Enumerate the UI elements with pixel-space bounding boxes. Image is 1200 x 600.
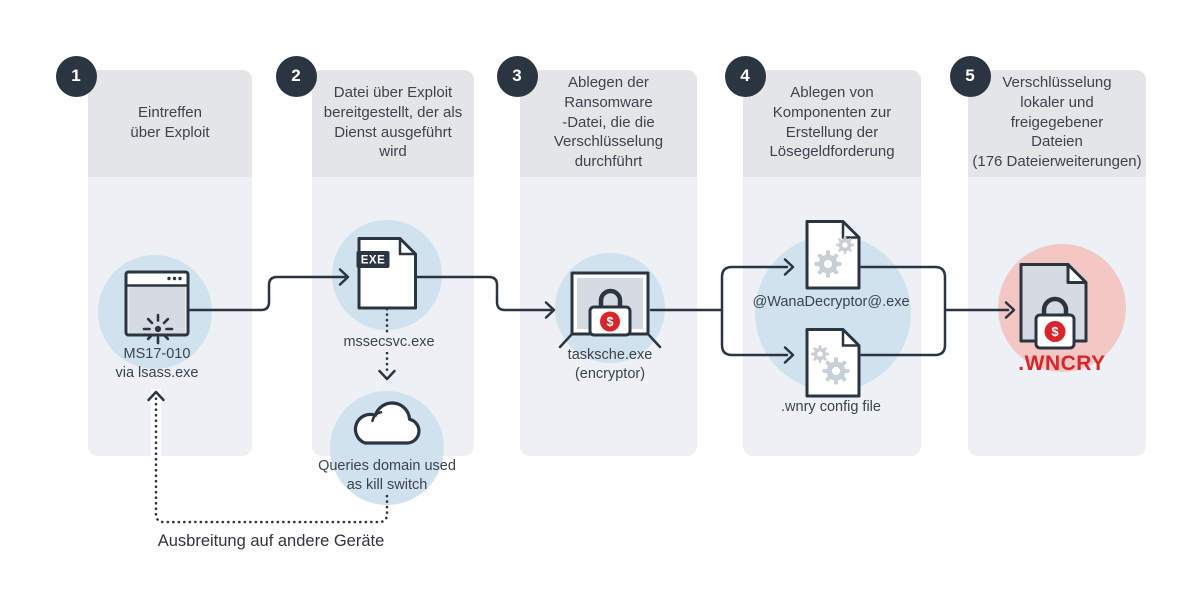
step-column-1: Eintreffen über Exploit — [88, 70, 252, 456]
svg-text:$: $ — [607, 315, 614, 329]
arrowhead-into-step-2 — [338, 268, 350, 286]
step-2-description: Datei über Exploit bereitgestellt, der a… — [312, 70, 474, 177]
arrowhead-into-cloud — [378, 369, 396, 381]
step-5-number: 5 — [949, 55, 991, 97]
exploit-label: MS17-010 via lsass.exe — [115, 346, 199, 381]
spread-annotation: Ausbreitung auf andere Geräte — [157, 532, 385, 550]
gear-icon-small — [811, 345, 829, 363]
svg-text:EXE: EXE — [361, 255, 386, 267]
arrowhead-into-step-5 — [1004, 301, 1016, 319]
svg-text:$: $ — [1051, 324, 1059, 339]
arrowhead-into-config-file — [783, 346, 795, 364]
encryptor-filename-label: tasksche.exe (encryptor) — [567, 347, 653, 382]
arrowhead-into-step-1 — [147, 390, 165, 402]
exploit-window-icon — [124, 270, 190, 345]
step-column-5: Verschlüsselung lokaler und freigegebene… — [968, 70, 1146, 456]
step-5-description: Verschlüsselung lokaler und freigegebene… — [968, 70, 1146, 177]
step-2-number: 2 — [275, 55, 317, 97]
kill-switch-label: Queries domain used as kill switch — [318, 458, 456, 493]
exe-badge: EXE — [356, 251, 390, 268]
gear-icon — [822, 357, 850, 385]
arrowhead-into-step-3 — [544, 301, 556, 319]
connector-3-4 — [649, 265, 789, 357]
connector-1-2 — [188, 275, 347, 312]
wncry-extension-label: .WNCRY — [1018, 352, 1106, 375]
step-1-number: 1 — [55, 55, 97, 97]
encryptor-lock-icon: $ — [558, 271, 662, 349]
ransom-note-filename-label: @WanaDecryptor@.exe — [752, 294, 910, 310]
window-content-area — [128, 286, 186, 334]
connector-2-3 — [415, 275, 553, 312]
padlock-icon: $ — [588, 288, 632, 337]
step-3-description: Ablegen der Ransomware -Datei, die die V… — [520, 70, 697, 177]
ransom-note-file-icon — [805, 220, 861, 290]
gear-icon-small — [836, 236, 854, 254]
connector-4-5 — [859, 265, 1010, 357]
config-filename-label: .wnry config file — [781, 399, 881, 415]
step-1-description: Eintreffen über Exploit — [88, 70, 252, 177]
encrypted-file-icon: $ — [1019, 263, 1088, 350]
window-dots — [167, 276, 182, 281]
dotted-connector-spread — [154, 395, 389, 524]
step-3-number: 3 — [496, 55, 538, 97]
config-file-icon — [805, 328, 861, 398]
padlock-icon: $ — [1034, 296, 1076, 350]
arrowhead-into-ransom-note-file — [783, 258, 795, 276]
step-4-description: Ablegen von Komponenten zur Erstellung d… — [743, 70, 921, 177]
dropper-filename-label: mssecsvc.exe — [340, 333, 438, 352]
step-4-number: 4 — [724, 55, 766, 97]
kill-switch-cloud-icon — [353, 401, 421, 445]
exe-file-icon: EXE — [356, 237, 417, 310]
gear-icon — [814, 250, 842, 278]
exploit-burst-icon — [142, 313, 174, 345]
